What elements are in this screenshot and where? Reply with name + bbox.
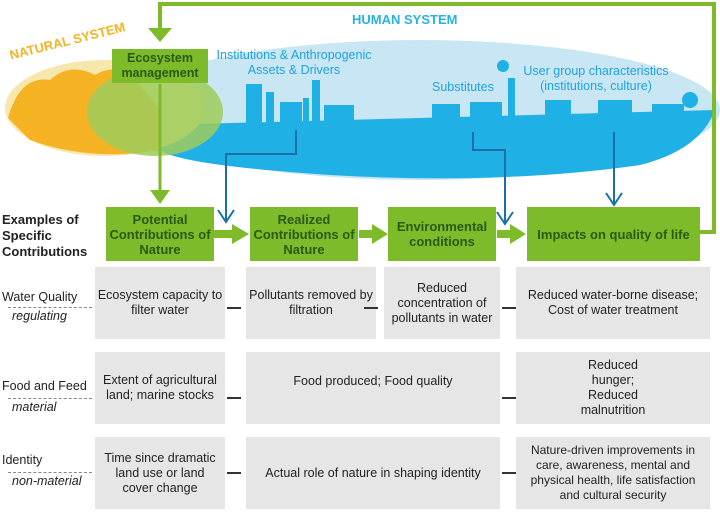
flow-box-realized: Realized Contributions of Nature bbox=[250, 207, 358, 261]
blue-arrows bbox=[217, 130, 623, 226]
cell-identity-impacts: Nature-driven improvements in care, awar… bbox=[516, 437, 710, 509]
substitutes-label: Substitutes bbox=[432, 80, 494, 94]
flow-box-potential: Potential Contributions of Nature bbox=[106, 207, 214, 261]
connector-dash bbox=[227, 397, 241, 399]
row-label-water-quality: Water Quality bbox=[2, 290, 78, 304]
flow-box-impacts: Impacts on quality of life bbox=[527, 207, 700, 261]
row-label-identity: Identity bbox=[2, 453, 43, 467]
row-divider bbox=[8, 398, 92, 399]
connector-dash bbox=[227, 472, 241, 474]
row-category-regulating: regulating bbox=[12, 309, 67, 323]
cell-food-potential: Extent of agricultural land; marine stoc… bbox=[95, 352, 225, 424]
management-arrowhead bbox=[150, 190, 170, 204]
feedback-arrowhead bbox=[148, 28, 172, 42]
connector-dash bbox=[364, 307, 378, 309]
buildings bbox=[246, 60, 698, 126]
flow-arrows bbox=[213, 224, 526, 244]
row-divider bbox=[8, 472, 92, 473]
cell-food-realized-environmental: Food produced; Food quality bbox=[246, 352, 500, 424]
ecosystem-management-box: Ecosystem management bbox=[112, 49, 208, 83]
row-category-material: material bbox=[12, 400, 57, 414]
cell-water-realized: Pollutants removed by filtration bbox=[246, 267, 376, 339]
connector-dash bbox=[227, 307, 241, 309]
flow-box-environmental: Environmental conditions bbox=[388, 207, 496, 261]
row-label-food-feed: Food and Feed bbox=[2, 379, 87, 393]
connector-dash bbox=[502, 472, 516, 474]
cell-food-impacts: Reduced hunger; Reduced malnutrition bbox=[516, 352, 710, 424]
cell-identity-realized-environmental: Actual role of nature in shaping identit… bbox=[246, 437, 500, 509]
row-divider bbox=[8, 307, 92, 308]
connector-dash bbox=[502, 307, 516, 309]
row-category-non-material: non-material bbox=[12, 474, 82, 488]
human-system-label: HUMAN SYSTEM bbox=[352, 12, 458, 27]
city-silhouette bbox=[160, 110, 715, 179]
institutions-label: Institutions & Anthropogenic Assets & Dr… bbox=[216, 48, 372, 77]
examples-heading: Examples of Specific Contributions bbox=[2, 212, 88, 259]
user-group-label: User group characteristics (institutions… bbox=[523, 64, 669, 93]
cell-water-impacts: Reduced water-borne disease; Cost of wat… bbox=[516, 267, 710, 339]
cell-water-potential: Ecosystem capacity to filter water bbox=[95, 267, 225, 339]
cell-water-environmental: Reduced concentration of pollutants in w… bbox=[384, 267, 500, 339]
feedback-loop-line bbox=[158, 2, 716, 234]
overlap-ellipse bbox=[87, 68, 223, 156]
cell-identity-potential: Time since dramatic land use or land cov… bbox=[95, 437, 225, 509]
connector-dash bbox=[502, 397, 516, 399]
